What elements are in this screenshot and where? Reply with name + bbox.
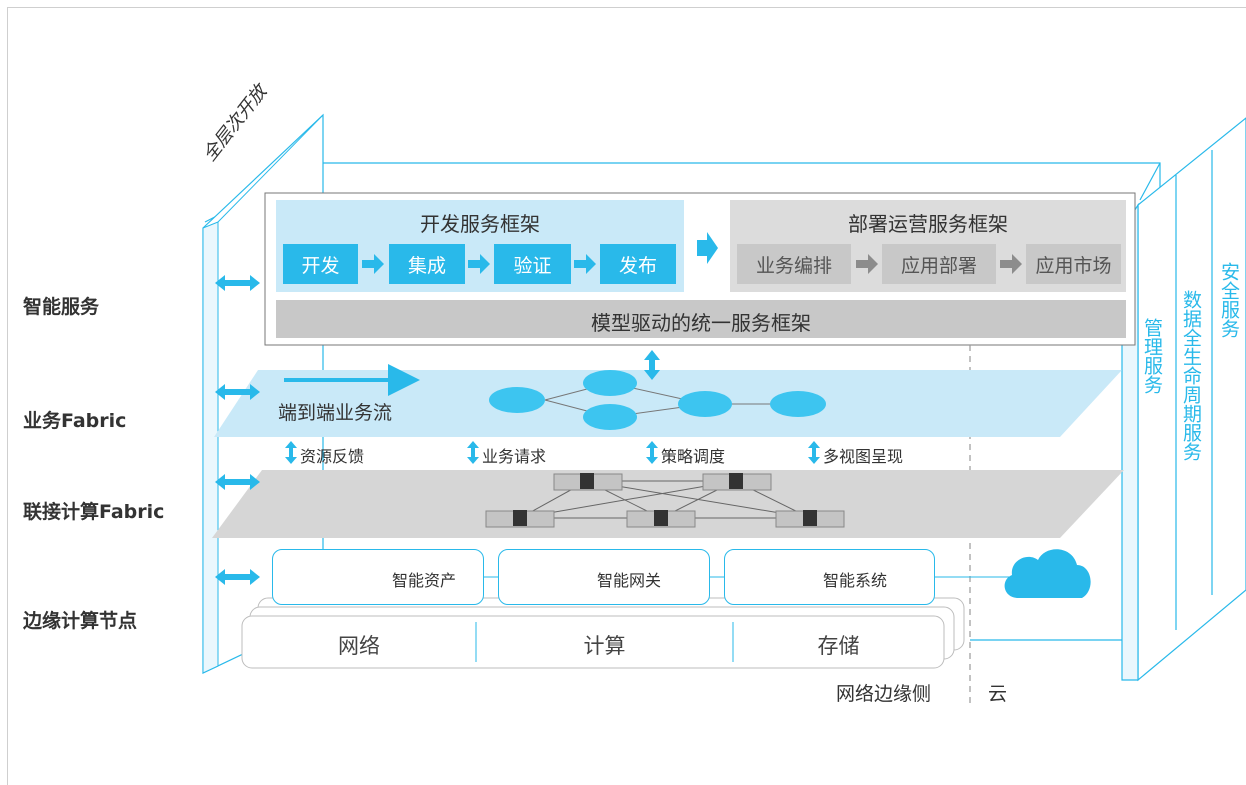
- deploy-framework-title: 部署运营服务框架: [848, 212, 1008, 236]
- compute-fabric-plane: [212, 470, 1124, 538]
- label-business-fabric: 业务Fabric: [23, 410, 127, 432]
- dev-step-release[interactable]: 发布: [600, 244, 676, 284]
- card-smart-asset-label: 智能资产: [392, 571, 457, 590]
- deploy-step-arrows: [856, 254, 1022, 274]
- dev-step-arrows: [362, 254, 596, 274]
- card-smart-gateway-label: 智能网关: [597, 571, 662, 590]
- interaction-resource-feedback: 资源反馈: [300, 447, 365, 466]
- interaction-business-request: 业务请求: [482, 447, 547, 466]
- compute-graph: [485, 473, 845, 528]
- deploy-step-market[interactable]: 应用市场: [1026, 244, 1121, 284]
- label-intelligent-service: 智能服务: [23, 296, 100, 318]
- left-double-arrows: [215, 275, 260, 585]
- framework-arrow: [697, 232, 718, 264]
- base-stack: [241, 597, 965, 669]
- model-framework-bg: [276, 300, 1126, 338]
- card-smart-asset[interactable]: [272, 549, 484, 605]
- deploy-step-orchestration[interactable]: 业务编排: [737, 244, 851, 284]
- edge-side-label: 网络边缘侧: [836, 683, 932, 705]
- service-graph: [489, 370, 826, 430]
- label-compute-fabric: 联接计算Fabric: [23, 501, 165, 523]
- base-dividers: [475, 622, 734, 662]
- card-smart-system-label: 智能系统: [823, 571, 888, 590]
- outer-frame: [7, 7, 1246, 785]
- card-smart-system[interactable]: [724, 549, 935, 605]
- dev-step-verify[interactable]: 验证: [494, 244, 571, 284]
- business-flow-label: 端到端业务流: [278, 402, 393, 424]
- business-fabric-plane: [214, 370, 1122, 437]
- management-service-label: 管理服务: [1140, 318, 1163, 394]
- cloud-icon: [1004, 549, 1091, 598]
- card-smart-gateway[interactable]: [498, 549, 710, 605]
- base-network: 网络: [338, 634, 380, 658]
- model-framework-label: 模型驱动的统一服务框架: [591, 311, 811, 335]
- label-edge-node: 边缘计算节点: [23, 610, 138, 632]
- dev-step-develop[interactable]: 开发: [283, 244, 358, 284]
- base-storage: 存储: [817, 634, 860, 658]
- deploy-step-deploy[interactable]: 应用部署: [882, 244, 996, 284]
- data-lifecycle-service-label: 数据全生命周期服务: [1179, 290, 1202, 461]
- base-compute: 计算: [583, 634, 626, 658]
- dev-framework-title: 开发服务框架: [420, 212, 540, 236]
- interaction-policy-dispatch: 策略调度: [661, 447, 726, 466]
- model-fabric-arrow: [644, 350, 660, 380]
- dev-step-integrate[interactable]: 集成: [389, 244, 465, 284]
- interaction-arrows: [285, 441, 820, 464]
- interaction-multi-view: 多视图呈现: [823, 447, 904, 466]
- cloud-side-label: 云: [988, 683, 1008, 705]
- security-service-label: 安全服务: [1217, 262, 1240, 338]
